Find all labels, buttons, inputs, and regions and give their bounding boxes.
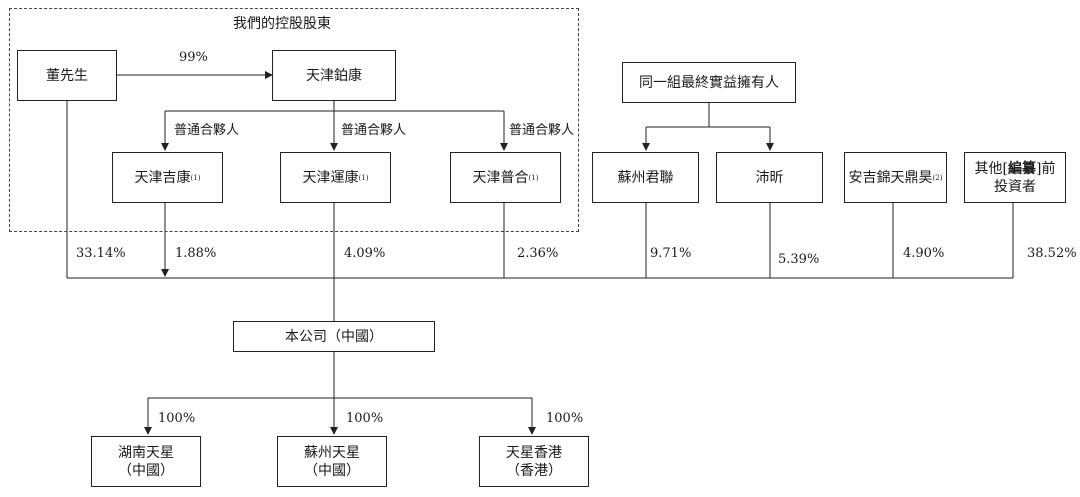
edge-label-puhe-pct: 2.36% bbox=[517, 246, 559, 261]
node-same-group-holder: 同一組最終實益擁有人 bbox=[622, 62, 796, 103]
node-dong: 董先生 bbox=[17, 50, 117, 101]
node-hk-line1: 天星香港 bbox=[506, 444, 562, 461]
edge-label-gp: 普通合夥人 bbox=[174, 123, 240, 138]
node-peixin: 沛昕 bbox=[716, 152, 823, 203]
edge-label-gp: 普通合夥人 bbox=[509, 123, 575, 138]
controlling-shareholders-group bbox=[9, 8, 579, 232]
node-other-investors-line2: 投資者 bbox=[994, 178, 1036, 195]
node-tianxing-hk: 天星香港 （香港） bbox=[479, 436, 589, 487]
edge-label-others-pct: 38.52% bbox=[1027, 246, 1077, 261]
node-tianjin-jikang: 天津吉康(1) bbox=[112, 152, 223, 203]
edge-label-hunan-pct: 100% bbox=[158, 411, 196, 426]
node-tianjin-puhe: 天津普合(1) bbox=[450, 152, 561, 203]
node-tianjin-bokang-label: 天津鉑康 bbox=[306, 67, 362, 84]
node-dong-label: 董先生 bbox=[46, 67, 88, 84]
node-tianjin-jikang-label: 天津吉康 bbox=[134, 169, 191, 186]
node-company: 本公司（中國） bbox=[233, 321, 435, 352]
node-suzhou-line1: 蘇州天星 bbox=[304, 444, 360, 461]
node-tianjin-yunkang: 天津運康(1) bbox=[280, 152, 391, 203]
node-hunan-tianxing: 湖南天星 （中國） bbox=[91, 436, 201, 487]
node-anji: 安吉錦天鼎昊(2) bbox=[844, 152, 947, 203]
edge-label-junlian-pct: 9.71% bbox=[650, 246, 692, 261]
footnote-marker: (2) bbox=[932, 173, 943, 182]
node-other-investors: 其他[編纂]前 投資者 bbox=[964, 152, 1066, 203]
edge-label-jikang-pct: 1.88% bbox=[175, 246, 217, 261]
edge-label-anji-pct: 4.90% bbox=[903, 246, 945, 261]
node-hk-line2: （香港） bbox=[506, 462, 562, 479]
node-suzhou-junlian-label: 蘇州君聯 bbox=[617, 169, 674, 186]
node-suzhou-line2: （中國） bbox=[304, 462, 360, 479]
node-other-investors-line1: 其他[編纂]前 bbox=[974, 160, 1056, 177]
edge-label-peixin-pct: 5.39% bbox=[778, 252, 820, 267]
edge-label-dong-bokang: 99% bbox=[179, 50, 208, 65]
node-suzhou-junlian: 蘇州君聯 bbox=[592, 152, 699, 203]
footnote-marker: (1) bbox=[190, 173, 201, 182]
node-tianjin-bokang: 天津鉑康 bbox=[272, 50, 396, 101]
node-hunan-line2: （中國） bbox=[118, 462, 174, 479]
footnote-marker: (1) bbox=[358, 173, 369, 182]
node-peixin-label: 沛昕 bbox=[755, 169, 784, 186]
node-hunan-line1: 湖南天星 bbox=[118, 444, 174, 461]
node-anji-label: 安吉錦天鼎昊 bbox=[848, 169, 933, 186]
node-company-label: 本公司（中國） bbox=[285, 328, 383, 345]
node-tianjin-yunkang-label: 天津運康 bbox=[302, 169, 359, 186]
edge-label-gp: 普通合夥人 bbox=[341, 123, 407, 138]
group-title: 我們的控股股東 bbox=[233, 16, 331, 32]
edge-label-suzhou-pct: 100% bbox=[346, 411, 384, 426]
node-tianjin-puhe-label: 天津普合 bbox=[472, 169, 529, 186]
edge-label-hk-pct: 100% bbox=[546, 411, 584, 426]
edge-label-yunkang-pct: 4.09% bbox=[344, 246, 386, 261]
footnote-marker: (1) bbox=[528, 173, 539, 182]
node-suzhou-tianxing: 蘇州天星 （中國） bbox=[277, 436, 387, 487]
node-same-group-holder-label: 同一組最終實益擁有人 bbox=[639, 74, 779, 91]
edge-label-dong-pct: 33.14% bbox=[76, 246, 126, 261]
